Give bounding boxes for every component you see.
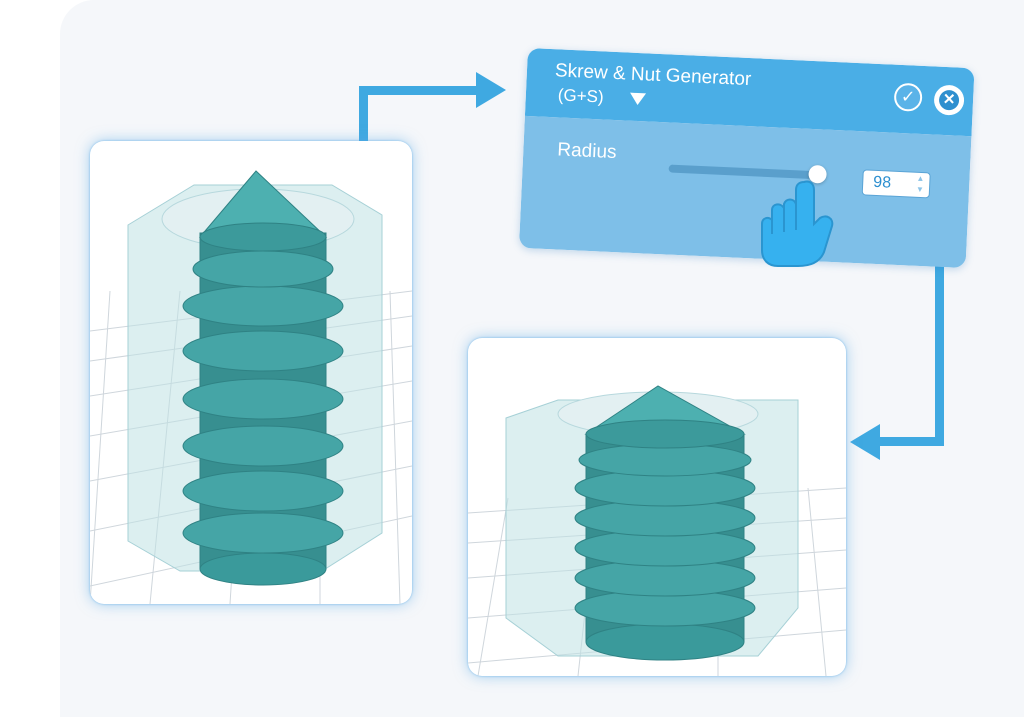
screw-model-wide	[468, 385, 846, 676]
close-button[interactable]: ✕	[933, 84, 965, 116]
screw-nut-generator-dialog: Skrew & Nut Generator (G+S) ✓ ✕ Radius 9…	[518, 48, 975, 269]
hand-pointer-icon	[761, 180, 834, 267]
flow-arrowhead-left	[850, 424, 880, 460]
radius-label: Radius	[556, 139, 617, 164]
radius-stepper[interactable]: 98 ▲ ▼	[861, 169, 931, 199]
flow-arrow-right-segment	[359, 86, 477, 95]
confirm-button[interactable]: ✓	[893, 82, 923, 112]
step-up-icon[interactable]: ▲	[916, 173, 925, 184]
screw-preview-after	[468, 338, 846, 676]
checkmark-icon: ✓	[900, 86, 916, 107]
step-down-icon[interactable]: ▼	[915, 184, 925, 195]
radius-value[interactable]: 98	[872, 173, 892, 192]
screw-preview-before	[90, 141, 412, 604]
screw-model-tall	[90, 170, 412, 604]
dialog-shortcut: (G+S)	[557, 85, 605, 107]
close-icon: ✕	[938, 89, 960, 111]
flow-arrow-up-segment	[359, 86, 368, 146]
flow-arrowhead-right	[476, 72, 506, 108]
caret-down-icon[interactable]	[629, 92, 647, 106]
flow-arrow-left-segment	[876, 437, 944, 446]
flow-arrow-down-segment	[935, 248, 944, 446]
